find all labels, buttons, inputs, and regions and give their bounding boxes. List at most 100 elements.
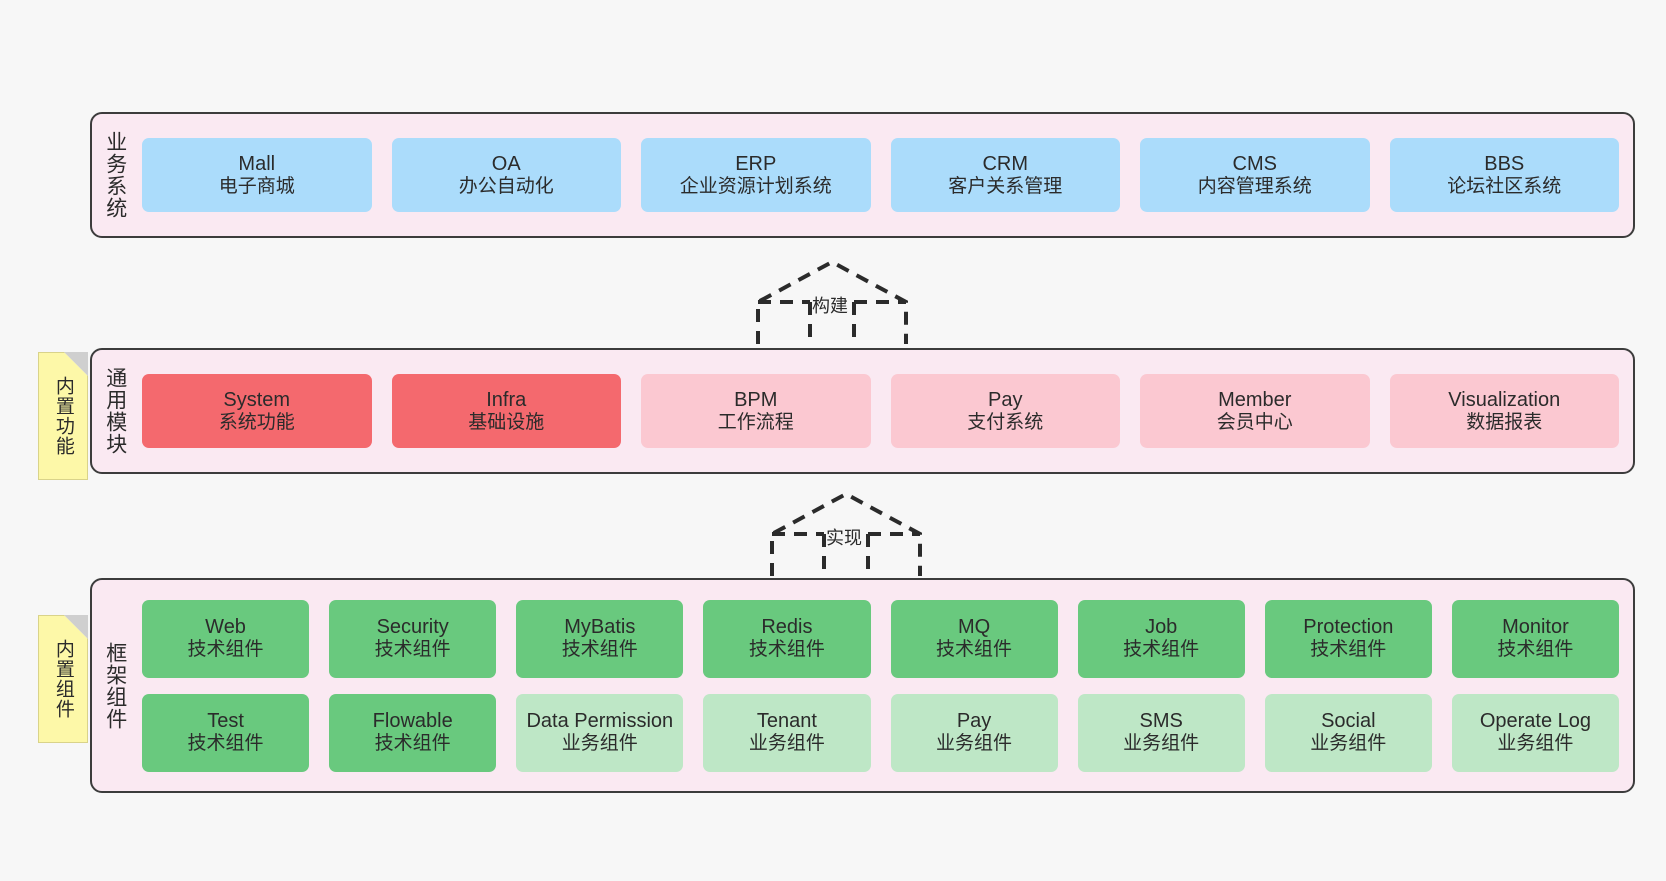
layer-body-framework: Web 技术组件 Security 技术组件 MyBatis 技术组件 Redi… xyxy=(138,580,1633,791)
card-subtitle: 客户关系管理 xyxy=(948,175,1063,197)
component-row: System 系统功能 Infra 基础设施 BPM 工作流程 Pay 支付系统… xyxy=(142,374,1619,448)
card-subtitle: 会员中心 xyxy=(1216,411,1293,433)
component-card-mq[interactable]: MQ 技术组件 xyxy=(890,599,1058,678)
card-subtitle: 工作流程 xyxy=(717,411,794,433)
card-title: Data Permission xyxy=(526,710,674,733)
card-title: Web xyxy=(205,616,246,639)
card-title: CRM xyxy=(982,152,1029,175)
component-card-bpm[interactable]: BPM 工作流程 xyxy=(641,374,871,448)
component-card-bbs[interactable]: BBS 论坛社区系统 xyxy=(1389,138,1619,212)
component-card-monitor[interactable]: Monitor 技术组件 xyxy=(1451,599,1619,678)
layer-title-framework: 框架组件 xyxy=(103,641,127,730)
note-builtin-components: 内置组件 xyxy=(38,615,88,743)
card-subtitle: 业务组件 xyxy=(1497,733,1574,755)
card-subtitle: 技术组件 xyxy=(374,639,451,661)
card-title: Flowable xyxy=(372,710,453,733)
card-title: Member xyxy=(1218,388,1292,411)
component-card-social[interactable]: Social 业务组件 xyxy=(1264,693,1432,772)
card-subtitle: 基础设施 xyxy=(468,411,545,433)
component-row: Test 技术组件 Flowable 技术组件 Data Permission … xyxy=(142,693,1619,772)
card-subtitle: 技术组件 xyxy=(1497,639,1574,661)
component-card-redis[interactable]: Redis 技术组件 xyxy=(703,599,871,678)
card-title: Security xyxy=(376,616,449,639)
component-card-tenant[interactable]: Tenant 业务组件 xyxy=(703,693,871,772)
card-subtitle: 业务组件 xyxy=(1310,733,1387,755)
layer-body-business: Mall 电子商城 OA 办公自动化 ERP 企业资源计划系统 CRM 客户关系… xyxy=(138,114,1633,236)
card-title: Monitor xyxy=(1502,616,1569,639)
card-subtitle: 技术组件 xyxy=(561,639,638,661)
card-title: Redis xyxy=(761,616,813,639)
arrow-label-build: 构建 xyxy=(812,296,848,316)
component-card-infra[interactable]: Infra 基础设施 xyxy=(391,374,621,448)
card-title: SMS xyxy=(1139,710,1183,733)
layer-business-systems: 业务系统 Mall 电子商城 OA 办公自动化 ERP 企业资源计划系统 CRM… xyxy=(90,112,1635,238)
component-card-sms[interactable]: SMS 业务组件 xyxy=(1077,693,1245,772)
layer-title-business: 业务系统 xyxy=(103,131,127,219)
note-builtin-features: 内置功能 xyxy=(38,352,88,480)
component-card-operate-log[interactable]: Operate Log 业务组件 xyxy=(1451,693,1619,772)
card-title: Pay xyxy=(956,710,992,733)
card-title: OA xyxy=(491,152,521,175)
card-subtitle: 技术组件 xyxy=(936,639,1013,661)
card-subtitle: 技术组件 xyxy=(187,639,264,661)
component-card-security[interactable]: Security 技术组件 xyxy=(329,599,497,678)
card-subtitle: 内容管理系统 xyxy=(1197,175,1312,197)
component-card-mall[interactable]: Mall 电子商城 xyxy=(142,138,372,212)
component-card-flowable[interactable]: Flowable 技术组件 xyxy=(329,693,497,772)
component-card-data-permission[interactable]: Data Permission 业务组件 xyxy=(516,693,684,772)
card-title: MyBatis xyxy=(564,616,636,639)
card-subtitle: 技术组件 xyxy=(187,733,264,755)
component-card-job[interactable]: Job 技术组件 xyxy=(1077,599,1245,678)
card-title: ERP xyxy=(735,152,777,175)
card-title: BBS xyxy=(1484,152,1525,175)
card-subtitle: 数据报表 xyxy=(1466,411,1543,433)
arrow-label-implement: 实现 xyxy=(826,528,862,548)
component-card-protection[interactable]: Protection 技术组件 xyxy=(1264,599,1432,678)
component-card-erp[interactable]: ERP 企业资源计划系统 xyxy=(641,138,871,212)
card-subtitle: 支付系统 xyxy=(967,411,1044,433)
card-title: Mall xyxy=(238,152,276,175)
card-title: Pay xyxy=(988,388,1023,411)
arrow-build-icon xyxy=(748,256,916,346)
component-card-visualization[interactable]: Visualization 数据报表 xyxy=(1389,374,1619,448)
card-title: Test xyxy=(207,710,244,733)
card-subtitle: 技术组件 xyxy=(1310,639,1387,661)
card-title: Job xyxy=(1145,616,1178,639)
card-subtitle: 论坛社区系统 xyxy=(1447,175,1562,197)
card-subtitle: 系统功能 xyxy=(218,411,295,433)
card-title: MQ xyxy=(957,616,991,639)
card-title: CMS xyxy=(1232,152,1277,175)
component-card-mybatis[interactable]: MyBatis 技术组件 xyxy=(516,599,684,678)
component-card-test[interactable]: Test 技术组件 xyxy=(142,693,310,772)
card-subtitle: 办公自动化 xyxy=(458,175,554,197)
card-subtitle: 企业资源计划系统 xyxy=(679,175,832,197)
component-card-cms[interactable]: CMS 内容管理系统 xyxy=(1140,138,1370,212)
layer-framework-components: 框架组件 Web 技术组件 Security 技术组件 MyBatis 技术组件… xyxy=(90,578,1635,793)
card-title: Social xyxy=(1321,710,1376,733)
component-card-member[interactable]: Member 会员中心 xyxy=(1140,374,1370,448)
card-subtitle: 业务组件 xyxy=(936,733,1013,755)
card-title: Operate Log xyxy=(1479,710,1592,733)
card-title: Protection xyxy=(1303,616,1394,639)
card-subtitle: 电子商城 xyxy=(218,175,295,197)
component-row: Web 技术组件 Security 技术组件 MyBatis 技术组件 Redi… xyxy=(142,599,1619,678)
card-subtitle: 技术组件 xyxy=(748,639,825,661)
card-subtitle: 技术组件 xyxy=(1123,639,1200,661)
component-card-system[interactable]: System 系统功能 xyxy=(142,374,372,448)
component-card-crm[interactable]: CRM 客户关系管理 xyxy=(890,138,1120,212)
card-subtitle: 业务组件 xyxy=(561,733,638,755)
component-card-pay[interactable]: Pay 支付系统 xyxy=(890,374,1120,448)
card-subtitle: 技术组件 xyxy=(374,733,451,755)
layer-title-common: 通用模块 xyxy=(103,367,127,455)
card-title: Tenant xyxy=(756,710,817,733)
card-subtitle: 业务组件 xyxy=(1123,733,1200,755)
arrow-implement-icon xyxy=(762,488,930,578)
card-title: BPM xyxy=(734,388,778,411)
card-title: Visualization xyxy=(1448,388,1561,411)
component-card-pay-business[interactable]: Pay 业务组件 xyxy=(890,693,1058,772)
component-row: Mall 电子商城 OA 办公自动化 ERP 企业资源计划系统 CRM 客户关系… xyxy=(142,138,1619,212)
card-title: Infra xyxy=(486,388,527,411)
component-card-web[interactable]: Web 技术组件 xyxy=(142,599,310,678)
card-subtitle: 业务组件 xyxy=(748,733,825,755)
component-card-oa[interactable]: OA 办公自动化 xyxy=(391,138,621,212)
